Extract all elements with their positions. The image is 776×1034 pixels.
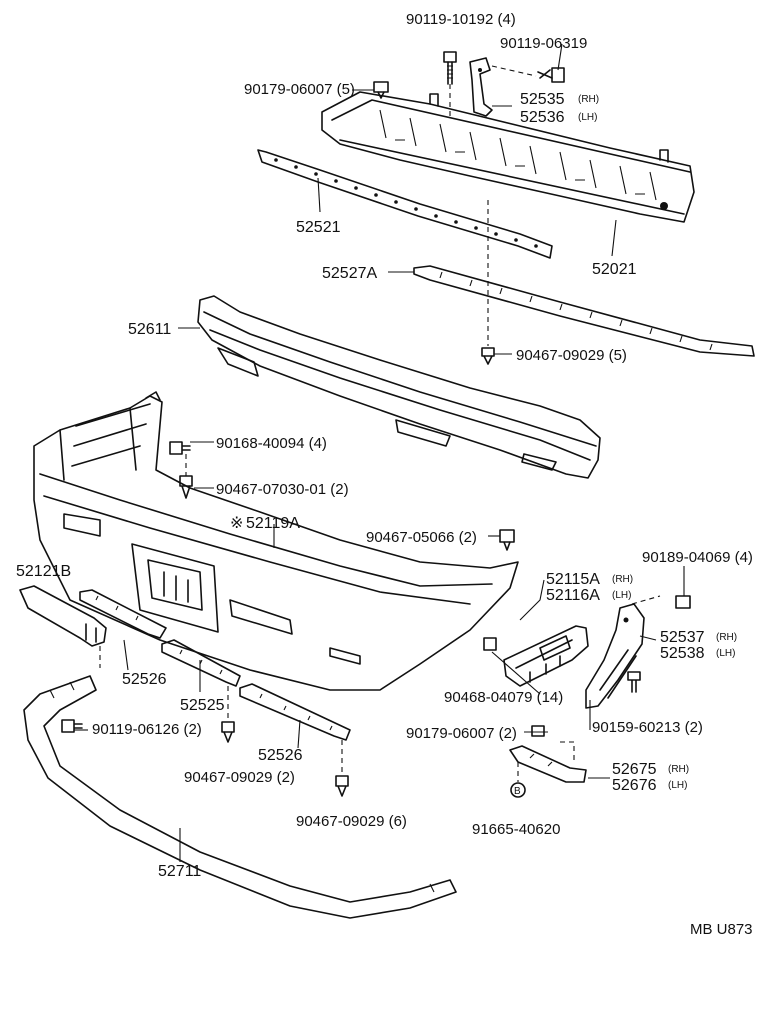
clip-90467-09029-mid <box>221 721 235 743</box>
label-90467-09029-2: 90467-09029 (2) <box>184 769 295 786</box>
energy-absorber-52611 <box>197 295 601 479</box>
clip-90467-09029-right <box>335 775 349 797</box>
label-91665-40620: 91665-40620 <box>472 821 560 838</box>
retainer-52521 <box>257 149 553 259</box>
reinforcement-52021 <box>321 91 695 223</box>
label-52521: 52521 <box>296 219 341 236</box>
label-90119-06126: 90119-06126 (2) <box>92 721 202 738</box>
label-52676-lh: (LH) <box>668 780 687 791</box>
label-52535-rh: (RH) <box>578 94 599 105</box>
bracket-52537-52538 <box>585 595 661 709</box>
label-52675-rh: (RH) <box>668 764 689 775</box>
label-52538-lh: (LH) <box>716 648 735 659</box>
label-52536-lh: (LH) <box>578 112 597 123</box>
label-marker-b: B <box>514 786 521 797</box>
label-52535: 52535 <box>520 91 565 108</box>
label-90119-06319: 90119-06319 <box>500 35 587 52</box>
clip-90179-06007-top <box>373 81 389 99</box>
label-52116A-lh: (LH) <box>612 590 631 601</box>
part-labels: 90119-10192 (4) 90119-06319 90179-06007 … <box>16 11 753 938</box>
strip-52526-right <box>239 683 351 774</box>
label-52525: 52525 <box>180 697 225 714</box>
label-90119-10192: 90119-10192 (4) <box>406 11 516 28</box>
label-52675: 52675 <box>612 761 657 778</box>
label-90467-09029-5: 90467-09029 (5) <box>516 347 627 364</box>
label-52676: 52676 <box>612 777 657 794</box>
label-52119A-asterisk: ※ <box>230 515 243 532</box>
label-90467-05066: 90467-05066 (2) <box>366 529 477 546</box>
label-52116A: 52116A <box>546 587 600 604</box>
label-52121B: 52121B <box>16 563 71 580</box>
nut-90189-04069 <box>675 595 691 609</box>
label-52537: 52537 <box>660 629 705 646</box>
clip-90467-05066 <box>499 529 515 551</box>
marker-b <box>510 782 526 798</box>
label-52115A: 52115A <box>546 571 600 588</box>
label-52537-rh: (RH) <box>716 632 737 643</box>
strip-52526-left <box>79 589 167 639</box>
spoiler-52711 <box>23 675 457 919</box>
label-52526-right: 52526 <box>258 747 303 764</box>
label-90159-60213: 90159-60213 (2) <box>592 719 703 736</box>
bracket-52115A-52116A <box>503 625 589 687</box>
bracket-52675-52676 <box>509 745 587 783</box>
absorber-52527A <box>413 200 755 357</box>
label-52115A-rh: (RH) <box>612 574 633 585</box>
clip-90179-06007-lower <box>531 725 575 760</box>
label-52536: 52536 <box>520 109 565 126</box>
label-52021: 52021 <box>592 261 637 278</box>
label-52538: 52538 <box>660 645 705 662</box>
bracket-52535-52536 <box>469 57 537 117</box>
bracket-52121B <box>19 585 107 668</box>
bolt-90159-60213 <box>627 671 641 693</box>
label-90168-40094: 90168-40094 (4) <box>216 435 327 452</box>
leader-lines <box>74 43 685 862</box>
clip-90467-07030-01 <box>179 454 193 499</box>
clip-90467-09029-top <box>481 347 495 365</box>
bolt-90119-06319 <box>537 67 565 83</box>
bumper-cover-52119A <box>33 391 519 691</box>
drawing-code: MB U873 <box>690 921 753 938</box>
label-90189-04069: 90189-04069 (4) <box>642 549 753 566</box>
screw-90119-06126 <box>61 719 83 733</box>
label-90179-06007-5: 90179-06007 (5) <box>244 81 355 98</box>
label-52527A: 52527A <box>322 265 377 282</box>
label-90468-04079: 90468-04079 (14) <box>444 689 563 706</box>
label-52711: 52711 <box>158 863 201 880</box>
screw-90168-40094 <box>169 441 191 455</box>
nut-90468-04079 <box>483 637 497 651</box>
label-90467-09029-6: 90467-09029 (6) <box>296 813 407 830</box>
label-90179-06007-2: 90179-06007 (2) <box>406 725 517 742</box>
label-90467-07030-01: 90467-07030-01 (2) <box>216 481 349 498</box>
label-52119A: 52119A <box>246 515 300 532</box>
label-52611: 52611 <box>128 321 171 338</box>
bolt-90119-10192 <box>443 51 457 118</box>
label-52526-left: 52526 <box>122 671 167 688</box>
